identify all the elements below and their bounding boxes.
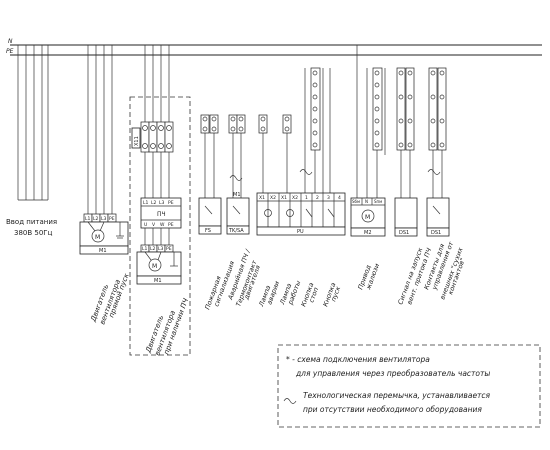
legend-star-line1: * - схема подключения вентилятора [286, 355, 430, 364]
power-input-line2: 380В 50Гц [14, 229, 53, 237]
bus-pe-label: PE [6, 48, 14, 55]
inverter-in-2: L2 [151, 200, 157, 206]
inverter-out-3: W [160, 222, 165, 228]
inverter-converter [140, 197, 182, 229]
pu-block [256, 67, 346, 236]
fan-direct-motor-icon [91, 229, 105, 243]
inverter-motor-term-3: L3 [158, 246, 164, 252]
tk-device: TK/SA [228, 228, 244, 234]
pu-term-4: X2 [292, 195, 298, 201]
inverter-wiring [144, 45, 170, 122]
legend-jumper-icon [283, 398, 297, 404]
jumper-icon [427, 169, 441, 175]
ds1-signal-device: DS1 [399, 230, 409, 236]
jumper-icon [299, 169, 313, 175]
inverter-motor-wiring [144, 228, 170, 245]
m2-motor-label: M [365, 214, 370, 221]
pu-device: PU [297, 229, 304, 235]
inverter-motor-body [136, 251, 182, 277]
pu-term-7: 3 [327, 195, 330, 201]
fan-direct-term-1: L1 [85, 216, 91, 222]
m2-block [350, 45, 386, 237]
power-input-leads [17, 45, 49, 201]
inverter-out-2: V [152, 222, 156, 228]
fs-block: FS [198, 114, 222, 235]
pu-term-1: X1 [259, 195, 265, 201]
fan-direct-motor-label: M [95, 234, 100, 241]
ds1-contacts-block: DS1 [426, 67, 450, 237]
pu-term-6: 2 [316, 195, 319, 201]
pu-term-3: X1 [281, 195, 287, 201]
m2-term-2: N [365, 199, 368, 204]
power-input-line1: Ввод питания [6, 218, 57, 226]
fan-direct-term-2: L2 [93, 216, 99, 222]
inverter-motor-term-1: L1 [142, 246, 148, 252]
bus-n-label: N [8, 38, 13, 45]
power-bus: N PE [6, 38, 542, 56]
legend-star-line2: для управления через преобразователь час… [295, 369, 490, 378]
inverter-option-frame [129, 96, 191, 356]
m2-device: M2 [364, 230, 372, 236]
inverter-motor-terminals: L1 L2 L3 PE [140, 244, 174, 253]
pu-term-8: 4 [338, 195, 341, 201]
fan-direct-term-3: L3 [101, 216, 107, 222]
legend-jumper-line1: Технологическая перемычка, устанавливает… [303, 391, 491, 400]
fan-direct-wiring [87, 45, 113, 214]
fan-direct-device-box [79, 245, 129, 255]
inverter-motor-icon [148, 258, 162, 272]
ds1-contacts-device: DS1 [431, 230, 441, 236]
fan-direct-terminal-row: L1 L2 L3 PE [83, 213, 117, 223]
inverter-out-1: U [144, 222, 147, 228]
inverter-terminal-blocks [140, 121, 174, 153]
inverter-in-3: L3 [159, 200, 165, 206]
inverter-motor-label: M [152, 263, 157, 270]
m2-motor-icon [361, 209, 375, 223]
inverter-motor-term-4: PE [166, 246, 172, 252]
inverter-out-4: PE [168, 222, 174, 228]
fan-direct-device: M1 [99, 248, 107, 254]
pu-term-2: X2 [270, 195, 276, 201]
tk-block: M1 TK/SA [226, 114, 250, 235]
inverter-motor-term-2: L2 [150, 246, 156, 252]
inverter-in-4: PE [168, 200, 174, 206]
inverter-in-1: L1 [143, 200, 149, 206]
legend-frame [277, 344, 541, 428]
inverter-device: M1 [154, 278, 162, 284]
jumper-icon [229, 175, 243, 181]
inverter-converter-label: ПЧ [157, 211, 166, 218]
inverter-wiring-lower [144, 152, 170, 198]
legend-jumper-line2: при отсутствии необходимого оборудования [303, 405, 482, 414]
pu-term-5: 1 [305, 195, 308, 201]
fan-direct-term-4: PE [109, 216, 115, 222]
inverter-module-label: X11 [134, 136, 140, 146]
m2-term-3: Sпм [374, 199, 382, 204]
tk-top: M1 [233, 192, 241, 198]
fs-device: FS [205, 228, 211, 234]
m2-term-1: Sбм [352, 199, 360, 204]
ds1-signal-block: DS1 [394, 67, 418, 237]
